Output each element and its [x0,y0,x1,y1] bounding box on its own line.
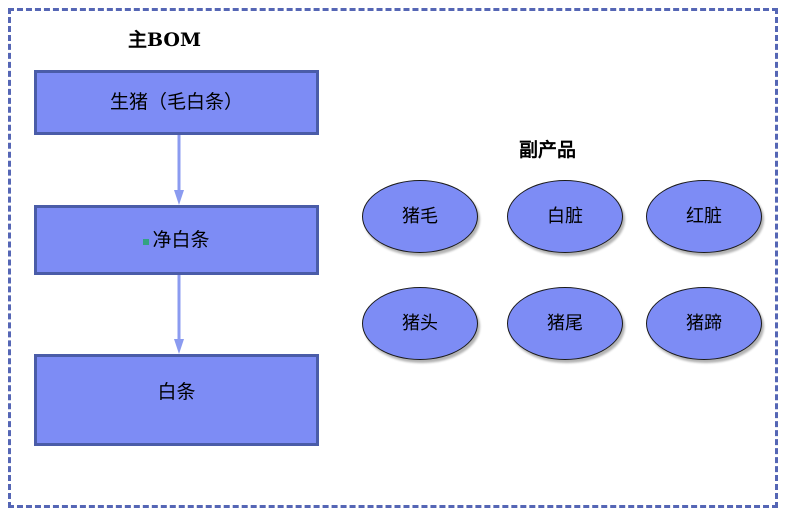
byproduct-ellipse-pig-trotter[interactable]: 猪蹄 [646,287,762,360]
outer-dashed-frame [8,8,778,508]
square-bullet-icon [143,239,150,245]
byproduct-ellipse-pig-tail[interactable]: 猪尾 [507,287,623,360]
byproduct-label: 猪头 [402,312,438,334]
byproduct-ellipse-pig-hair[interactable]: 猪毛 [362,180,478,253]
process-box-clean-carcass[interactable]: 净白条 [34,205,319,275]
byproduct-ellipse-red-offal[interactable]: 红脏 [646,180,762,253]
process-box-carcass[interactable]: 白条 [34,354,319,446]
process-box-clean-carcass-label: 净白条 [152,228,210,251]
byproduct-label: 白脏 [547,205,583,227]
byproduct-ellipse-white-offal[interactable]: 白脏 [507,180,623,253]
byproduct-ellipse-pig-head[interactable]: 猪头 [362,287,478,360]
process-box-live-pig-label: 生猪（毛白条） [109,91,243,113]
byproducts-title: 副产品 [519,139,577,161]
byproduct-label: 红脏 [686,205,722,227]
process-box-clean-carcass-label-wrap: 净白条 [143,228,210,251]
byproduct-label: 猪蹄 [686,312,722,334]
byproduct-label: 猪尾 [547,312,583,334]
process-box-live-pig[interactable]: 生猪（毛白条） [34,70,319,135]
byproduct-label: 猪毛 [402,205,438,227]
process-box-carcass-label: 白条 [157,380,196,403]
main-bom-title: 主BOM [128,29,201,51]
